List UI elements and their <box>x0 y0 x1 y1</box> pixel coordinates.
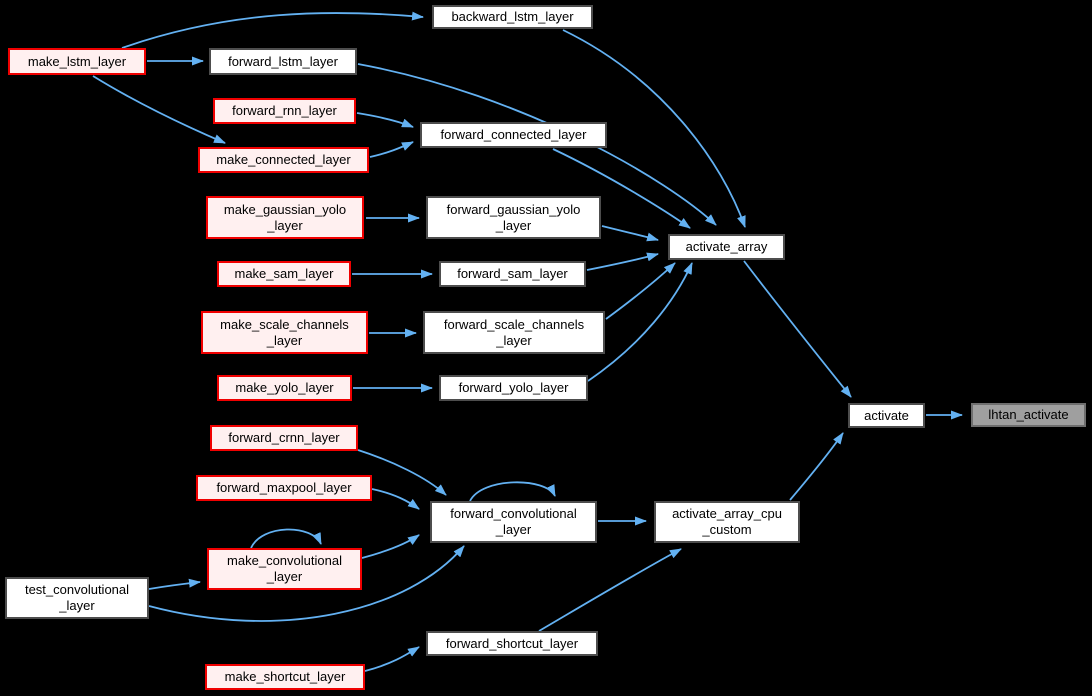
node-lhtan_activate[interactable]: lhtan_activate <box>971 403 1086 427</box>
node-label: make_lstm_layer <box>27 53 127 69</box>
node-label: make_connected_layer <box>216 152 351 168</box>
node-forward_convolutional_layer[interactable]: forward_convolutional _layer <box>430 501 597 543</box>
node-make_shortcut_layer[interactable]: make_shortcut_layer <box>205 664 365 690</box>
node-forward_sam_layer[interactable]: forward_sam_layer <box>439 261 586 287</box>
node-label: make_yolo_layer <box>235 380 334 396</box>
node-label: make_sam_layer <box>234 266 334 282</box>
node-label: forward_yolo_layer <box>458 380 569 396</box>
node-label: test_convolutional _layer <box>24 582 130 613</box>
edge-forward_sam_layer-to-activate_array <box>586 252 659 271</box>
edge-forward_gaussian_yolo_layer-to-activate_array <box>601 225 659 242</box>
edge-activate_array-to-activate <box>743 260 852 398</box>
node-label: forward_rnn_layer <box>232 103 337 119</box>
node-label: forward_crnn_layer <box>228 430 340 446</box>
node-forward_connected_layer[interactable]: forward_connected_layer <box>420 122 607 148</box>
edge-make_lstm_layer-to-make_connected_layer <box>92 75 226 144</box>
edge-test_convolutional_layer-to-forward_convolutional_layer <box>148 545 465 622</box>
edge-forward_scale_channels_layer-to-activate_array <box>605 262 676 320</box>
node-make_yolo_layer[interactable]: make_yolo_layer <box>217 375 352 401</box>
edge-make_convolutional_layer-to-make_convolutional_layer <box>250 528 322 549</box>
edge-activate_array_cpu_custom-to-activate <box>789 432 844 501</box>
node-label: activate_array_cpu _custom <box>672 506 782 537</box>
node-activate[interactable]: activate <box>848 403 925 428</box>
node-label: make_shortcut_layer <box>224 669 346 685</box>
edge-test_convolutional_layer-to-make_convolutional_layer <box>148 578 201 590</box>
node-forward_scale_channels_layer[interactable]: forward_scale_channels _layer <box>423 311 605 354</box>
node-make_connected_layer[interactable]: make_connected_layer <box>198 147 369 173</box>
edge-forward_crnn_layer-to-forward_convolutional_layer <box>357 449 447 496</box>
node-label: forward_scale_channels _layer <box>443 316 585 348</box>
node-label: activate <box>864 407 909 423</box>
node-forward_shortcut_layer[interactable]: forward_shortcut_layer <box>426 631 598 656</box>
edge-forward_shortcut_layer-to-activate_array_cpu_custom <box>538 548 682 632</box>
node-activate_array[interactable]: activate_array <box>668 234 785 260</box>
node-label: activate_array <box>685 239 768 255</box>
node-forward_rnn_layer[interactable]: forward_rnn_layer <box>213 98 356 124</box>
edge-forward_maxpool_layer-to-forward_convolutional_layer <box>371 488 420 510</box>
edge-forward_yolo_layer-to-activate_array <box>587 262 693 382</box>
node-make_convolutional_layer[interactable]: make_convolutional _layer <box>207 548 362 590</box>
node-label: forward_lstm_layer <box>228 53 338 69</box>
node-label: lhtan_activate <box>988 407 1069 423</box>
node-test_convolutional_layer[interactable]: test_convolutional _layer <box>5 577 149 619</box>
node-make_lstm_layer[interactable]: make_lstm_layer <box>8 48 146 75</box>
edge-forward_rnn_layer-to-forward_connected_layer <box>356 112 414 128</box>
node-label: forward_connected_layer <box>440 127 587 143</box>
node-forward_crnn_layer[interactable]: forward_crnn_layer <box>210 425 358 451</box>
edge-backward_lstm_layer-to-activate_array <box>562 29 746 228</box>
edge-make_lstm_layer-to-backward_lstm_layer <box>121 11 424 49</box>
node-backward_lstm_layer[interactable]: backward_lstm_layer <box>432 5 593 29</box>
node-activate_array_cpu_custom[interactable]: activate_array_cpu _custom <box>654 501 800 543</box>
edge-forward_connected_layer-to-activate_array <box>552 148 691 229</box>
node-label: forward_gaussian_yolo _layer <box>446 201 581 233</box>
edge-forward_convolutional_layer-to-forward_convolutional_layer <box>469 481 556 502</box>
node-forward_lstm_layer[interactable]: forward_lstm_layer <box>209 48 357 75</box>
node-label: forward_shortcut_layer <box>445 635 579 651</box>
node-label: make_scale_channels _layer <box>220 316 349 348</box>
edge-make_convolutional_layer-to-forward_convolutional_layer <box>361 534 420 559</box>
node-forward_maxpool_layer[interactable]: forward_maxpool_layer <box>196 475 372 501</box>
node-label: forward_convolutional _layer <box>450 506 577 537</box>
node-forward_gaussian_yolo_layer[interactable]: forward_gaussian_yolo _layer <box>426 196 601 239</box>
node-label: forward_sam_layer <box>457 266 568 282</box>
node-forward_yolo_layer[interactable]: forward_yolo_layer <box>439 375 588 401</box>
node-make_gaussian_yolo_layer[interactable]: make_gaussian_yolo _layer <box>206 196 364 239</box>
node-make_scale_channels_layer[interactable]: make_scale_channels _layer <box>201 311 368 354</box>
node-label: make_gaussian_yolo _layer <box>223 201 347 233</box>
edge-make_shortcut_layer-to-forward_shortcut_layer <box>364 646 420 672</box>
node-make_sam_layer[interactable]: make_sam_layer <box>217 261 351 287</box>
node-label: backward_lstm_layer <box>451 9 574 25</box>
edge-make_connected_layer-to-forward_connected_layer <box>369 141 414 158</box>
node-label: make_convolutional _layer <box>227 553 342 584</box>
node-label: forward_maxpool_layer <box>216 480 352 496</box>
